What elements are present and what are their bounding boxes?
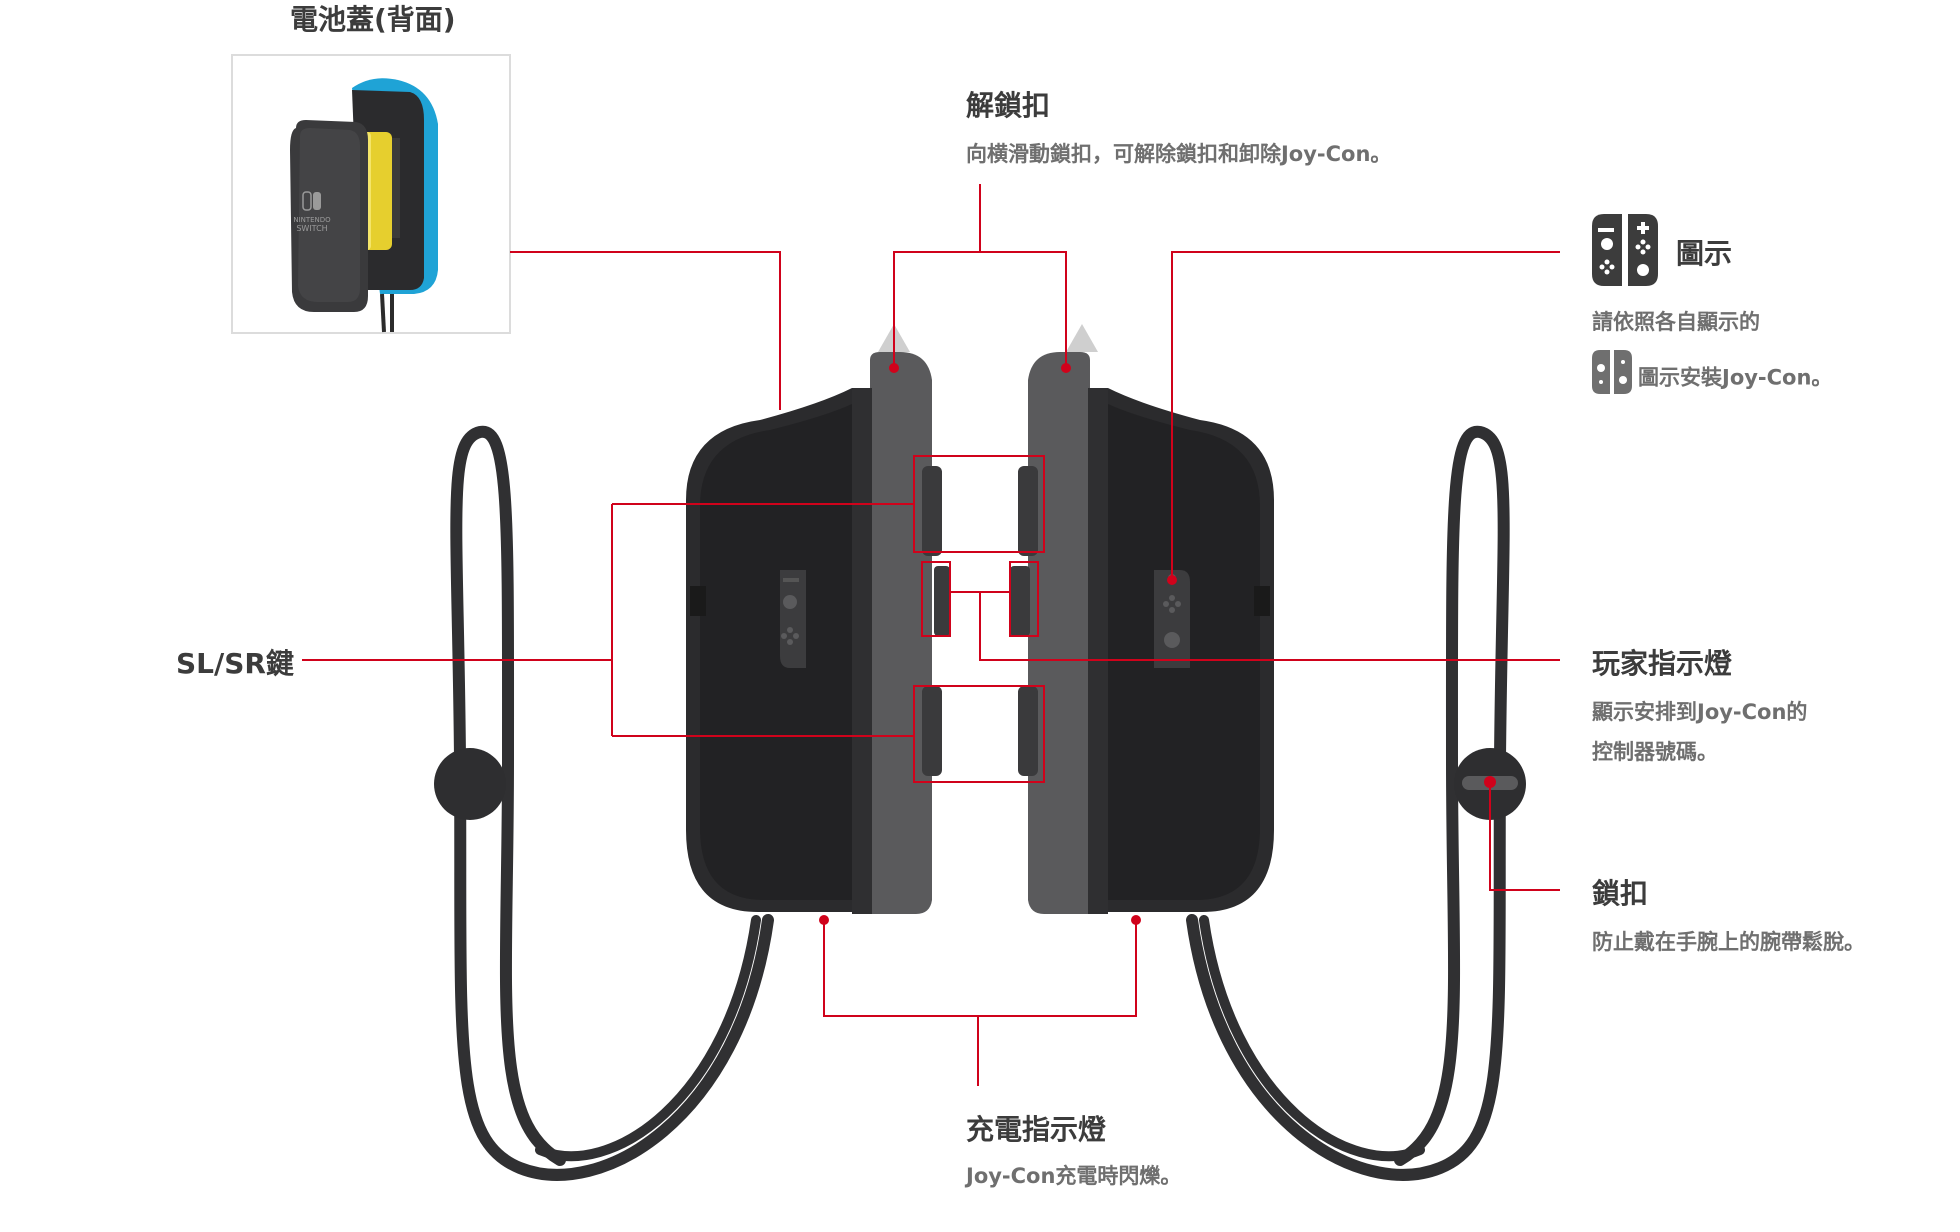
- right-strap-body: [934, 324, 1274, 914]
- player-lights-left-box: [921, 561, 951, 637]
- joycon-right-mark-icon: [1154, 570, 1190, 668]
- battery-cover-photo: NINTENDO SWITCH: [231, 54, 511, 334]
- icon-mark-desc-line2: 圖示安裝Joy-Con。: [1638, 365, 1833, 390]
- icon-mark-callout: [1171, 251, 1560, 580]
- release-latch-title: 解鎖扣: [966, 89, 1051, 122]
- lock-title: 鎖扣: [1592, 877, 1649, 910]
- release-latch-desc: 向横滑動鎖扣，可解除鎖扣和卸除Joy-Con。: [966, 142, 1392, 166]
- joycon-left-mark-icon: [780, 570, 806, 668]
- release-latch-callout: [893, 251, 1067, 368]
- player-lights-callout: [950, 591, 1560, 661]
- player-lights-desc-line1: 顯示安排到Joy-Con的: [1592, 700, 1808, 724]
- charge-light-title: 充電指示燈: [966, 1113, 1107, 1146]
- player-lights-desc-line2: 控制器號碼。: [1592, 740, 1718, 764]
- photo-logo-line1: NINTENDO: [293, 216, 331, 224]
- callout-lines: [302, 184, 1560, 1086]
- player-lights-right-box: [1009, 561, 1039, 637]
- left-strap-lock: [434, 748, 506, 820]
- switch-logo-icon: [302, 191, 312, 211]
- lock-desc: 防止戴在手腕上的腕帶鬆脫。: [1592, 930, 1865, 954]
- icon-mark-desc-line2-row: 圖示安裝Joy-Con。: [1592, 350, 1832, 407]
- battery-cover-callout: [510, 251, 781, 410]
- callout-dots: [819, 363, 1496, 925]
- sl-sr-title: SL/SR鍵: [176, 647, 294, 680]
- left-strap: [434, 425, 774, 1181]
- player-lights-title: 玩家指示燈: [1592, 647, 1733, 680]
- icon-mark-desc-line1: 請依照各自顯示的: [1592, 310, 1760, 334]
- joycon-pair-small-icon: [1592, 350, 1632, 407]
- joycon-pair-icon: [1592, 214, 1658, 286]
- charge-light-callout: [823, 920, 1137, 1017]
- charge-light-desc: Joy-Con充電時閃爍。: [966, 1164, 1182, 1188]
- sl-sr-lower-box: [913, 685, 1045, 783]
- icon-mark-title: 圖示: [1676, 237, 1733, 270]
- sl-sr-upper-box: [913, 455, 1045, 553]
- battery-cover-title: 電池蓋(背面): [290, 3, 456, 36]
- lock-callout: [1489, 782, 1560, 891]
- left-strap-body: [686, 324, 942, 914]
- photo-logo-line2: SWITCH: [296, 224, 327, 233]
